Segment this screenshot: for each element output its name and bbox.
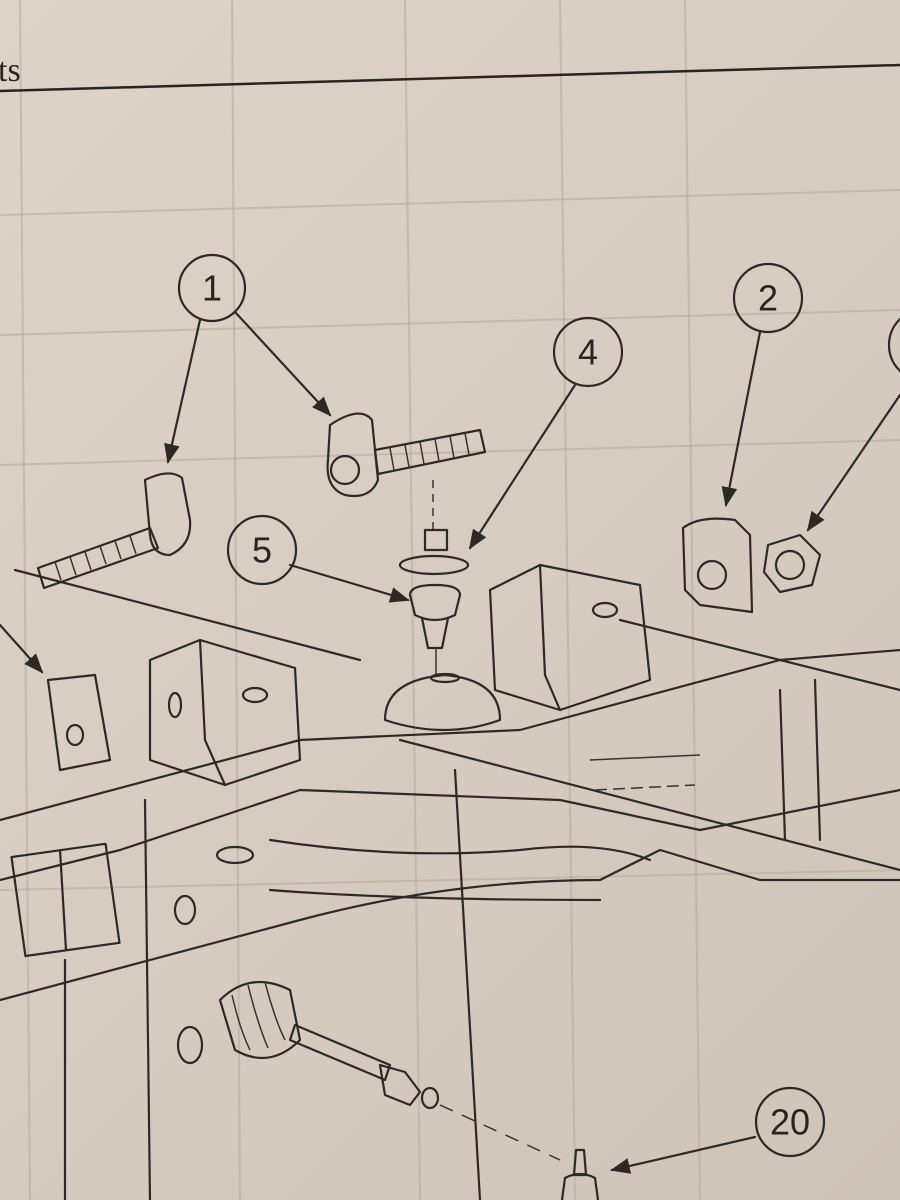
leader-arrows bbox=[0, 310, 900, 1174]
callout-label: 1 bbox=[202, 268, 222, 309]
callout-label: 2 bbox=[758, 278, 778, 319]
callout-20: 20 bbox=[754, 1086, 826, 1158]
header-title-fragment: ts bbox=[0, 52, 21, 89]
header-rule bbox=[0, 63, 900, 93]
callout-label: 4 bbox=[578, 332, 598, 373]
callout-5: 5 bbox=[226, 514, 298, 586]
callout-partial-right bbox=[887, 317, 900, 373]
callout-2: 2 bbox=[732, 262, 804, 334]
callout-1: 1 bbox=[177, 253, 247, 323]
bolt-left bbox=[36, 472, 192, 590]
callout-4: 4 bbox=[552, 316, 624, 388]
frame-bracket-right bbox=[488, 517, 822, 712]
callout-label: 20 bbox=[770, 1102, 810, 1143]
bolt-upper bbox=[326, 412, 487, 498]
tie-rod-end bbox=[218, 980, 600, 1200]
callout-label: 5 bbox=[252, 530, 272, 571]
frame-bracket-left bbox=[46, 638, 302, 787]
mount-fastener-stack bbox=[383, 480, 502, 732]
crossmember-frame bbox=[0, 568, 900, 1200]
